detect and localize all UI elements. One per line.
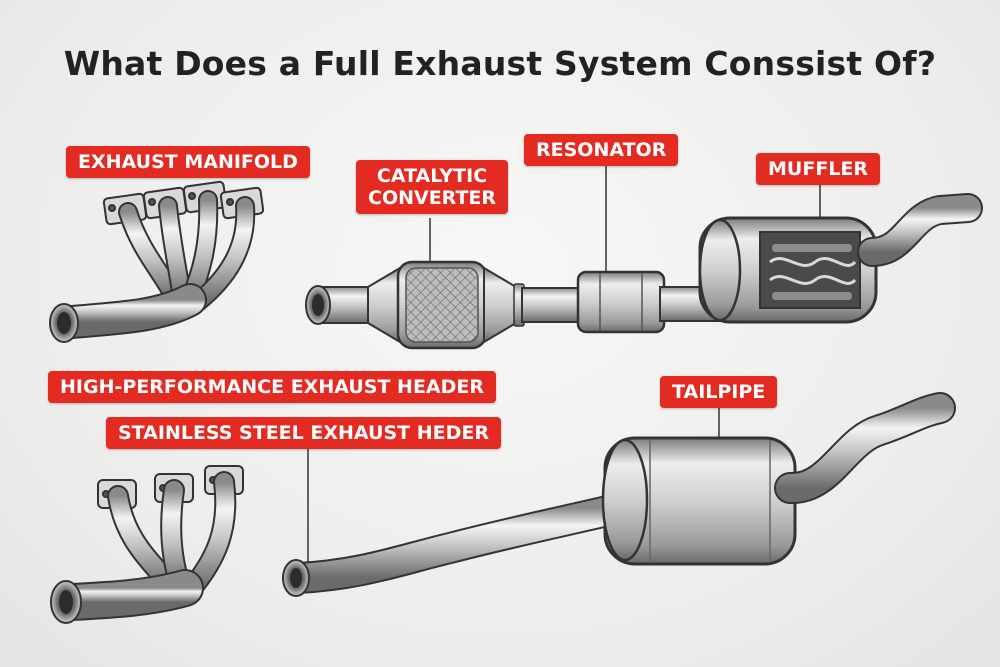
label-catalytic-converter: CATALYTIC CONVERTER: [356, 160, 509, 214]
label-resonator-text: RESONATOR: [536, 139, 667, 161]
label-stainless-steel-header: STAINLESS STEEL EXHAUST HEDER: [106, 417, 501, 449]
label-muffler-text: MUFFLER: [768, 158, 869, 180]
label-high-performance-header: HIGH-PERFORMANCE EXHAUST HEADER: [48, 371, 497, 403]
tailpipe-line-art: [282, 392, 956, 597]
label-tailpipe-text: TAILPIPE: [672, 381, 766, 403]
label-resonator: RESONATOR: [524, 134, 679, 166]
performance-header-art: [50, 465, 244, 624]
exhaust-manifold-art: [49, 180, 265, 343]
label-catalytic-converter-line1: CATALYTIC: [376, 165, 488, 187]
label-catalytic-converter-line2: CONVERTER: [368, 187, 497, 209]
leader-lines: [307, 164, 821, 562]
label-tailpipe: TAILPIPE: [660, 376, 778, 408]
label-exhaust-manifold: EXHAUST MANIFOLD: [66, 146, 310, 178]
page-title: What Does a Full Exhaust System Conssist…: [63, 44, 937, 83]
label-high-performance-header-text: HIGH-PERFORMANCE EXHAUST HEADER: [60, 376, 485, 398]
main-exhaust-line-art: [305, 193, 983, 350]
label-stainless-steel-header-text: STAINLESS STEEL EXHAUST HEDER: [118, 422, 489, 444]
label-muffler: MUFFLER: [756, 153, 881, 185]
label-exhaust-manifold-text: EXHAUST MANIFOLD: [78, 151, 298, 173]
